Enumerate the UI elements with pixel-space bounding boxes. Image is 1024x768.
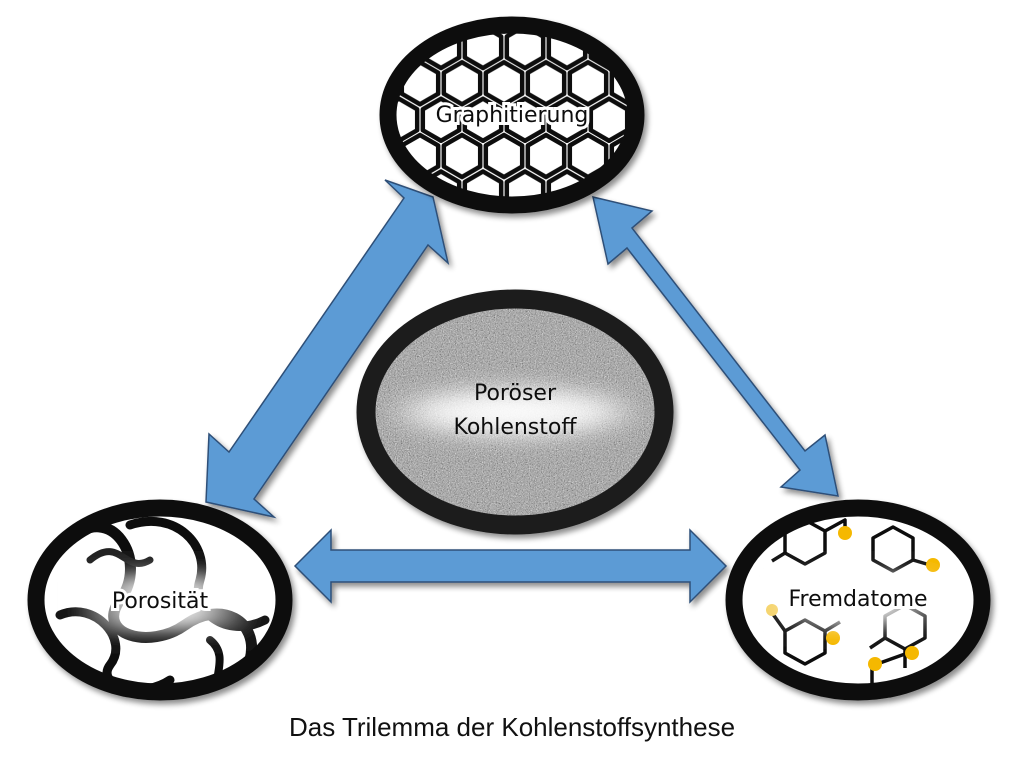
dopant-atom [868, 657, 882, 671]
node-label-line1: Poröser [474, 381, 557, 406]
node-porositaet: Porosität [27, 499, 293, 701]
arrow-top-right [592, 195, 839, 497]
node-fremdatome: Fremdatome [725, 499, 991, 701]
dopant-atom [926, 558, 940, 572]
node-ring [27, 499, 293, 701]
node-graphitierung: Graphitierung [379, 16, 645, 214]
node-poroeser-kohlenstoff: Poröser Kohlenstoff [356, 289, 674, 535]
node-label-line2: Kohlenstoff [453, 415, 577, 440]
carbon-fiber-tangle [55, 516, 270, 684]
node-label: Fremdatome [788, 587, 927, 612]
node-label: Graphitierung [436, 103, 589, 128]
dopant-atom [905, 646, 919, 660]
node-ring [725, 499, 991, 701]
node-ring [356, 289, 674, 535]
arrow-top-left [205, 179, 450, 519]
node-ring [379, 16, 645, 214]
graphene-hexagon-pattern [396, 33, 628, 197]
diagram-caption: Das Trilemma der Kohlenstoffsynthese [288, 712, 736, 742]
dopant-atom [838, 526, 852, 540]
node-label: Porosität [112, 589, 209, 614]
arrow-horizontal [293, 528, 728, 604]
center-highlight-band [380, 382, 650, 442]
dopant-atom [826, 631, 840, 645]
